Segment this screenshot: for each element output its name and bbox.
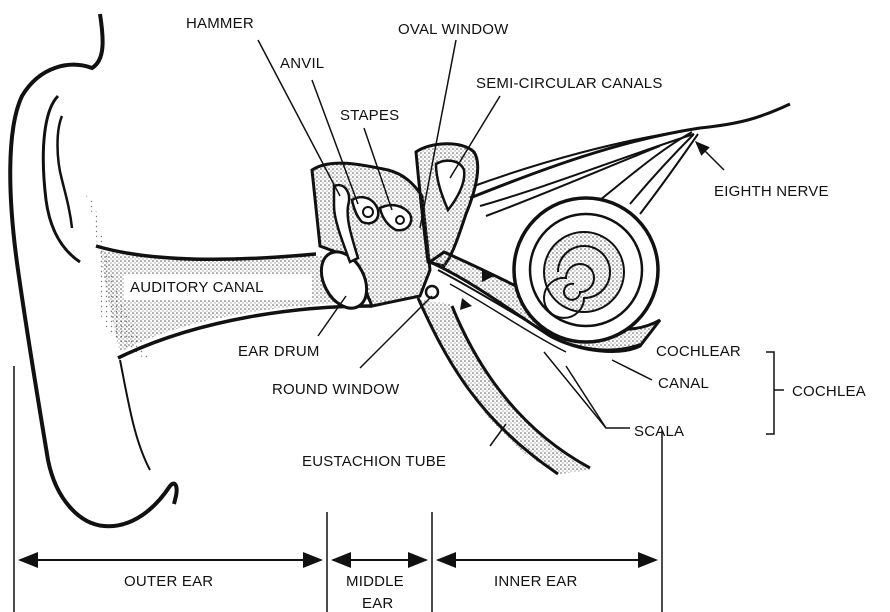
label-canal: CANAL [658,375,709,392]
label-outer-ear: OUTER EAR [124,573,213,590]
label-scala: SCALA [634,423,684,440]
eighth-nerve-leader [696,142,724,170]
cochlea-drawing [514,198,658,342]
label-round-window: ROUND WINDOW [272,381,400,398]
label-middle-ear-2: EAR [362,595,393,612]
label-auditory-canal: AUDITORY CANAL [130,279,264,296]
label-inner-ear: INNER EAR [494,573,577,590]
scala-leader-2 [544,352,606,428]
label-anvil: ANVIL [280,55,324,72]
label-oval-window: OVAL WINDOW [398,21,509,38]
label-cochlea: COCHLEA [792,383,866,400]
label-semicircular-canals: SEMI-CIRCULAR CANALS [476,75,663,92]
label-eustachian-tube: EUSTACHION TUBE [302,453,446,470]
cochlea-brace [766,352,774,434]
label-stapes: STAPES [340,107,399,124]
label-middle-ear-1: MIDDLE [346,573,404,590]
label-hammer: HAMMER [186,15,254,32]
canal-leader [612,360,652,380]
label-cochlear: COCHLEAR [656,343,741,360]
label-eighth-nerve: EIGHTH NERVE [714,183,829,200]
label-ear-drum: EAR DRUM [238,343,320,360]
